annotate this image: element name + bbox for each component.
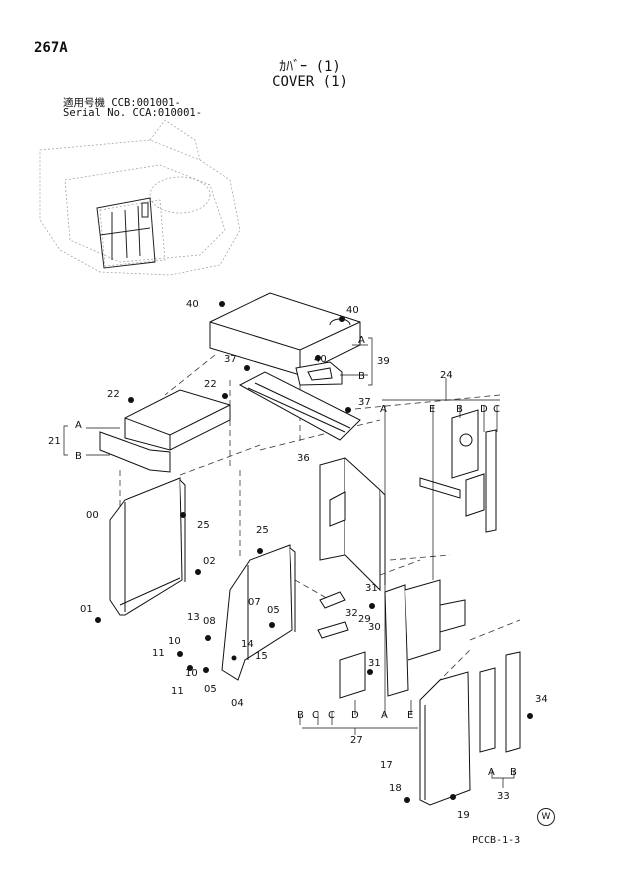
callout-36: 36 <box>297 453 310 464</box>
callout-10: 10 <box>168 636 181 647</box>
rail-36 <box>238 371 361 441</box>
serial-line-japanese: 適用号機 CCB:001001- <box>63 97 181 109</box>
callout-21b: B <box>75 451 82 462</box>
callout-14: 14 <box>241 639 254 650</box>
parts-33 <box>479 651 521 753</box>
machine-location-sketch <box>39 119 241 276</box>
callout-25: 25 <box>197 520 210 531</box>
callout-11: 11 <box>171 686 184 697</box>
title-english: COVER (1) <box>272 74 348 90</box>
callout-37: 37 <box>224 354 237 365</box>
callout-11: 11 <box>152 648 165 659</box>
callout-21a: A <box>75 420 82 431</box>
callout-24e: E <box>429 404 435 415</box>
callout-19: 19 <box>457 810 470 821</box>
callout-24b: B <box>456 404 463 415</box>
callout-31: 31 <box>368 658 381 669</box>
callout-22: 22 <box>204 379 217 390</box>
callout-33: 33 <box>497 791 510 802</box>
callout-24: 24 <box>440 370 453 381</box>
bracket-39b <box>295 361 343 386</box>
callout-27e: E <box>407 710 413 721</box>
leader-lines <box>63 337 515 788</box>
callout-40: 40 <box>186 299 199 310</box>
callout-33b: B <box>510 767 517 778</box>
callout-04: 04 <box>231 698 244 709</box>
page-code: PCCB-1-3 <box>472 835 521 846</box>
center-frame <box>319 457 386 592</box>
callout-32: 32 <box>345 608 358 619</box>
callout-02: 02 <box>203 556 216 567</box>
callout-40: 40 <box>314 354 327 365</box>
callout-01: 01 <box>80 604 93 615</box>
callout-39b: B <box>358 371 365 382</box>
serial-line-english: Serial No. CCA:010001- <box>63 107 203 119</box>
side-panel-21 <box>99 389 231 473</box>
callout-31: 31 <box>365 583 378 594</box>
callout-22: 22 <box>107 389 120 400</box>
callout-24d: D <box>480 404 488 415</box>
callout-34: 34 <box>535 694 548 705</box>
callout-27: 27 <box>350 735 363 746</box>
brand-logo-mark: W <box>537 808 555 826</box>
callout-00: 00 <box>86 510 99 521</box>
callout-27b: B <box>297 710 304 721</box>
parts-24 <box>419 409 497 533</box>
callout-05: 05 <box>204 684 217 695</box>
callout-33a: A <box>488 767 495 778</box>
callout-30: 30 <box>368 622 381 633</box>
page-number: 267A <box>34 40 68 56</box>
callout-08: 08 <box>203 616 216 627</box>
callout-18: 18 <box>389 783 402 794</box>
callout-17: 17 <box>380 760 393 771</box>
callout-37: 37 <box>358 397 371 408</box>
callout-39: 39 <box>377 356 390 367</box>
callout-40: 40 <box>346 305 359 316</box>
callout-27d: D <box>351 710 359 721</box>
highlighted-cover-area <box>96 197 156 269</box>
bolt-icons <box>95 301 533 803</box>
callout-05: 05 <box>267 605 280 616</box>
callout-labels: 40 40 40 A 39 B 37 37 22 22 A 21 B 24 A … <box>48 299 548 821</box>
top-cover-plate <box>209 292 361 376</box>
callout-27c: C <box>328 710 335 721</box>
callout-25: 25 <box>256 525 269 536</box>
parts-27 <box>317 579 466 699</box>
frame-04 <box>221 544 296 681</box>
callout-27a: A <box>381 710 388 721</box>
callout-39a: A <box>358 335 365 346</box>
callout-13: 13 <box>187 612 200 623</box>
callout-27c: C <box>312 710 319 721</box>
callout-21: 21 <box>48 436 61 447</box>
callout-07: 07 <box>248 597 261 608</box>
callout-10: 10 <box>185 668 198 679</box>
callout-29: 29 <box>358 614 371 625</box>
callout-24c: C <box>493 404 500 415</box>
callout-24a: A <box>380 404 387 415</box>
plate-17 <box>419 671 471 806</box>
title-japanese: ｶﾊﾞｰ (1) <box>279 59 341 75</box>
callout-15: 15 <box>255 651 268 662</box>
frame-00 <box>109 477 186 616</box>
